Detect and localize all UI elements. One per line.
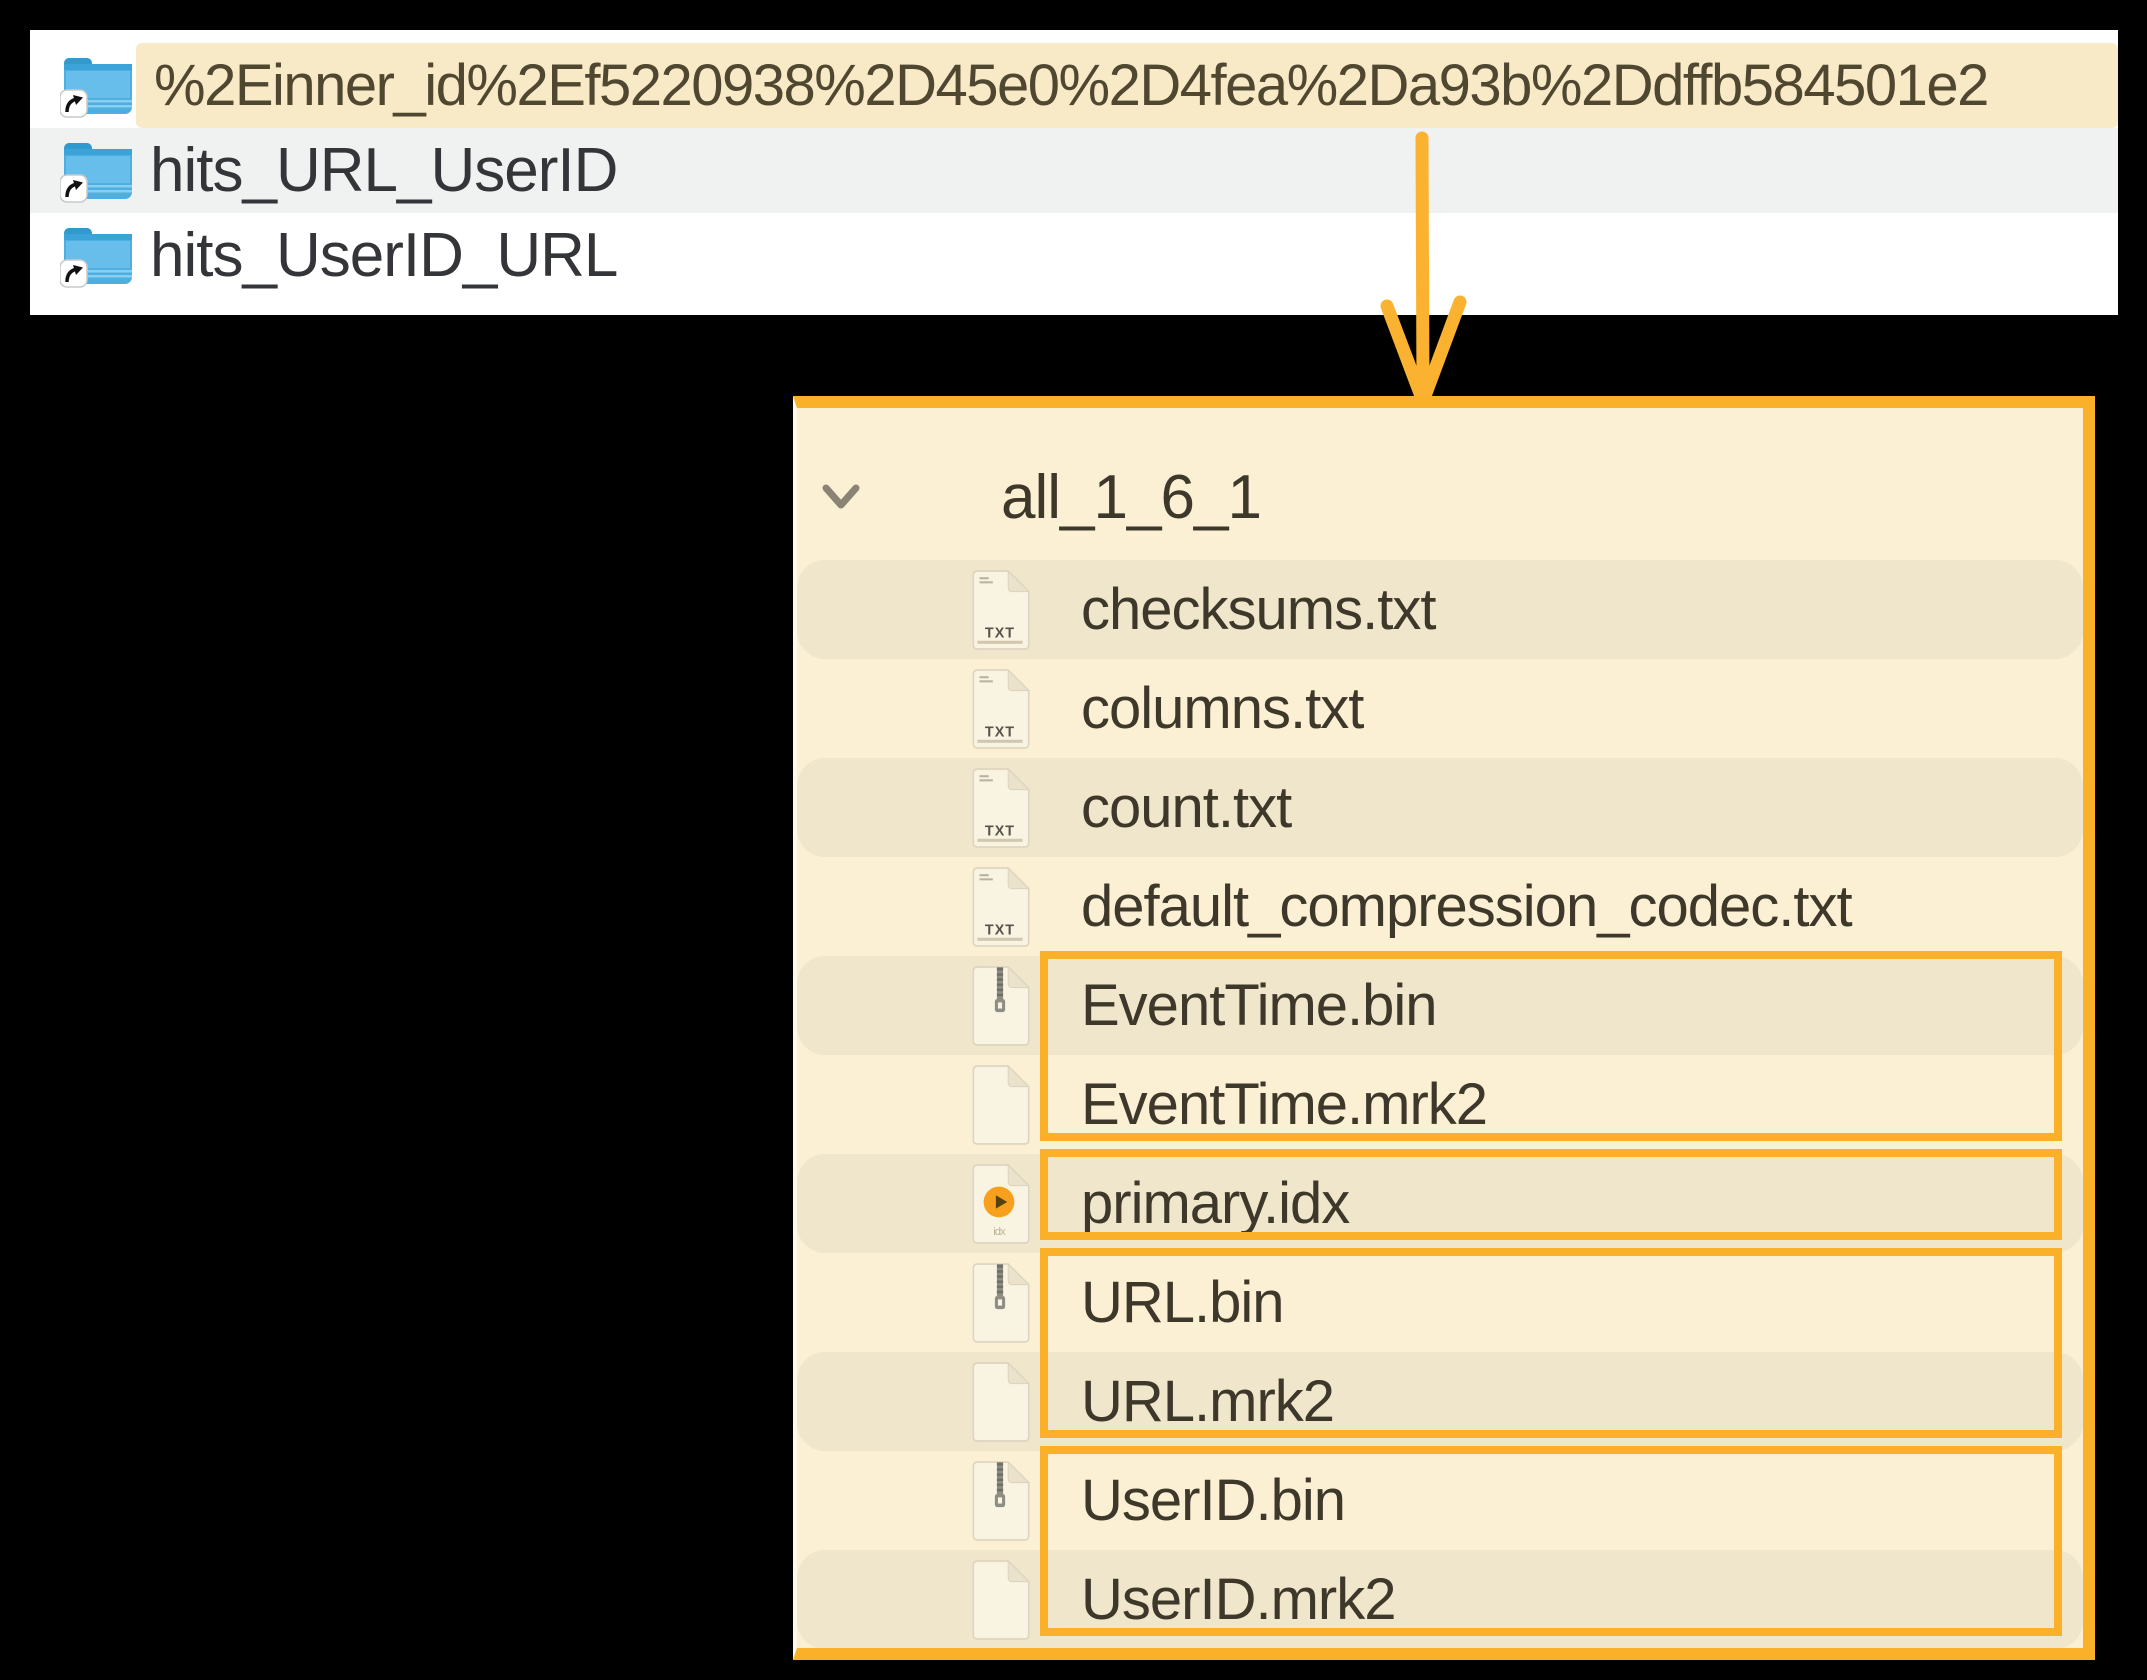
folder-name: hits_UserID_URL [150, 221, 618, 290]
file-name: count.txt [1081, 775, 1292, 840]
part-file-row[interactable]: URL.mrk2 [797, 1352, 2083, 1451]
file-name: UserID.mrk2 [1081, 1567, 1396, 1632]
file-name: columns.txt [1081, 676, 1364, 741]
part-file-row[interactable]: idx primary.idx [797, 1154, 2083, 1253]
bin-file-icon [967, 1460, 1033, 1542]
svg-text:TXT: TXT [985, 922, 1015, 938]
folder-alias-icon [60, 54, 136, 118]
mrk2-file-icon [967, 1559, 1033, 1641]
svg-text:idx: idx [993, 1225, 1006, 1237]
svg-text:TXT: TXT [985, 823, 1015, 839]
txt-file-icon: TXT [967, 767, 1033, 849]
txt-file-icon: TXT [967, 569, 1033, 651]
file-name: checksums.txt [1081, 577, 1436, 642]
txt-file-icon: TXT [967, 866, 1033, 948]
part-file-row[interactable]: UserID.bin [797, 1451, 2083, 1550]
part-file-row[interactable]: TXT columns.txt [797, 659, 2083, 758]
selected-folder-name: %2Einner_id%2Ef5220938%2D45e0%2D4fea%2Da… [136, 43, 2118, 128]
file-name: UserID.bin [1081, 1468, 1346, 1533]
bin-file-icon [967, 965, 1033, 1047]
folder-alias-icon [60, 139, 136, 203]
svg-text:TXT: TXT [985, 724, 1015, 740]
part-folder-label: all_1_6_1 [1001, 462, 1262, 532]
file-name: default_compression_codec.txt [1081, 874, 1853, 939]
file-name: EventTime.mrk2 [1081, 1072, 1488, 1137]
part-file-row[interactable]: UserID.mrk2 [797, 1550, 2083, 1648]
finder-row[interactable]: %2Einner_id%2Ef5220938%2D45e0%2D4fea%2Da… [30, 43, 2118, 128]
part-file-row[interactable]: EventTime.mrk2 [797, 1055, 2083, 1154]
file-name: EventTime.bin [1081, 973, 1438, 1038]
chevron-down-icon[interactable] [819, 481, 863, 513]
bin-file-icon [967, 1262, 1033, 1344]
part-file-row[interactable]: EventTime.bin [797, 956, 2083, 1055]
file-name: URL.mrk2 [1081, 1369, 1335, 1434]
mrk2-file-icon [967, 1361, 1033, 1443]
finder-list-window: %2Einner_id%2Ef5220938%2D45e0%2D4fea%2Da… [30, 30, 2118, 315]
file-name: primary.idx [1081, 1171, 1350, 1236]
folder-alias-icon [60, 224, 136, 288]
part-file-row[interactable]: TXT default_compression_codec.txt [797, 857, 2083, 956]
svg-text:TXT: TXT [985, 625, 1015, 641]
mrk2-file-icon [967, 1064, 1033, 1146]
idx-file-icon: idx [967, 1163, 1033, 1245]
finder-row[interactable]: hits_URL_UserID [30, 128, 2118, 213]
finder-row[interactable]: hits_UserID_URL [30, 213, 2118, 298]
txt-file-icon: TXT [967, 668, 1033, 750]
part-file-row[interactable]: URL.bin [797, 1253, 2083, 1352]
part-file-row[interactable]: TXT count.txt [797, 758, 2083, 857]
part-folder-row[interactable]: all_1_6_1 [797, 434, 2083, 560]
folder-icon [885, 459, 977, 535]
part-file-row[interactable]: TXT checksums.txt [797, 560, 2083, 659]
file-name: URL.bin [1081, 1270, 1285, 1335]
finder-rows: %2Einner_id%2Ef5220938%2D45e0%2D4fea%2Da… [30, 43, 2118, 298]
folder-name: hits_URL_UserID [150, 136, 618, 205]
